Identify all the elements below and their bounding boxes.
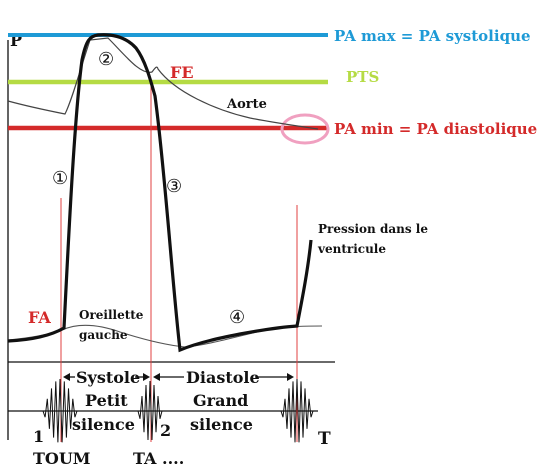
diastole-arrowhead-left bbox=[153, 373, 160, 381]
pts-label: PTS bbox=[346, 68, 379, 86]
systole-label: Systole bbox=[76, 368, 140, 387]
petit-silence-line2: silence bbox=[72, 415, 135, 434]
systole-arrowhead-right bbox=[143, 373, 150, 381]
grand-silence-line2: silence bbox=[190, 415, 253, 434]
oreillette-label-line1: Oreillette bbox=[79, 308, 144, 322]
phase-4-marker: ④ bbox=[229, 307, 245, 328]
sound-1-number: 1 bbox=[33, 427, 44, 446]
sound-2-number: 2 bbox=[160, 421, 171, 440]
fe-label: FE bbox=[170, 63, 194, 82]
aorte-label: Aorte bbox=[226, 97, 267, 112]
pa-max-label: PA max = PA systolique bbox=[334, 27, 531, 45]
pa-min-label: PA min = PA diastolique bbox=[334, 120, 537, 138]
sound-1-name: TOUM bbox=[33, 449, 91, 468]
sound-wave-1 bbox=[42, 378, 78, 443]
x-axis-label: T bbox=[318, 429, 331, 449]
diastole-label: Diastole bbox=[186, 368, 260, 387]
petit-silence-line1: Petit bbox=[85, 391, 128, 410]
grand-silence-line1: Grand bbox=[193, 391, 248, 410]
sound-wave-3 bbox=[280, 378, 314, 443]
sound-2-name: TA .... bbox=[133, 449, 184, 468]
diastole-arrowhead-right bbox=[287, 373, 294, 381]
systole-arrowhead-left bbox=[63, 373, 70, 381]
pression-label-line1: Pression dans le bbox=[318, 222, 428, 236]
pression-label-line2: ventricule bbox=[317, 242, 386, 256]
oreillette-label-line2: gauche bbox=[79, 328, 128, 342]
sound-wave-2 bbox=[137, 380, 163, 441]
phase-1-marker: ① bbox=[52, 168, 68, 189]
phase-2-marker: ② bbox=[98, 49, 114, 70]
pa-min-highlight-circle bbox=[280, 113, 330, 145]
fa-label: FA bbox=[28, 308, 51, 327]
phase-3-marker: ③ bbox=[166, 176, 182, 197]
ventricle-pressure-curve bbox=[7, 33, 313, 353]
heart-sound-waveforms bbox=[42, 378, 314, 443]
aorta-pressure-curve bbox=[7, 37, 319, 130]
